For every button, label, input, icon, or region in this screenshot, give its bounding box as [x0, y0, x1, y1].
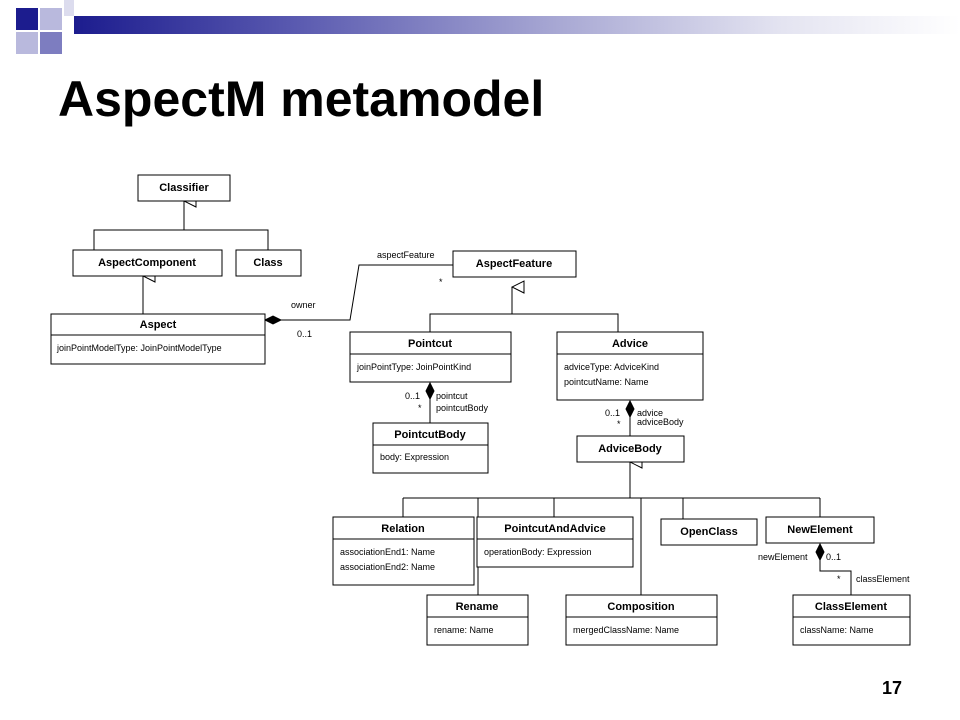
owner-role-label: owner [291, 300, 316, 310]
class-element-association-edge [819, 560, 852, 595]
new-element-composition-diamond [815, 542, 825, 562]
class-name-advice-body: AdviceBody [598, 443, 662, 455]
aspect-feature-role-label: aspectFeature [377, 250, 435, 260]
new-element-role-label: newElement [758, 552, 808, 562]
class-name-composition: Composition [607, 601, 674, 613]
class-attr-pointcut-0: joinPointType: JoinPointKind [356, 362, 471, 372]
class-name-aspect: Aspect [140, 319, 177, 331]
class-name-classifier: Classifier [159, 182, 209, 194]
class-box-aspect: Aspect joinPointModelType: JoinPointMode… [50, 313, 266, 365]
pointcut-body-role-label: pointcutBody [436, 403, 489, 413]
class-box-aspect-feature: AspectFeature [452, 250, 577, 278]
pointcut-composition-diamond [425, 381, 435, 401]
corner-square-light-1 [40, 8, 62, 30]
advice-role-label: advice [637, 408, 663, 418]
class-name-pointcut: Pointcut [408, 338, 452, 350]
class-attr-relation-1: associationEnd2: Name [340, 562, 435, 572]
class-box-rename: Rename rename: Name [426, 594, 529, 646]
page-number: 17 [881, 678, 902, 698]
corner-square-light-2 [16, 32, 38, 54]
slide-title: AspectM metamodel [58, 71, 545, 127]
class-box-aspect-component: AspectComponent [72, 249, 223, 277]
class-name-new-element: NewElement [787, 524, 853, 536]
advice-body-role-label: adviceBody [637, 417, 684, 427]
generalization-edge-advice [512, 313, 619, 332]
advice-body-multiplicity-label: * [617, 419, 621, 429]
owner-association-edge [281, 264, 453, 321]
owner-multiplicity-label: 0..1 [297, 329, 312, 339]
class-name-class-element: ClassElement [815, 601, 887, 613]
class-attr-advice-1: pointcutName: Name [564, 377, 649, 387]
class-name-rename: Rename [456, 601, 499, 613]
class-element-role-label: classElement [856, 574, 910, 584]
pointcut-owner-multiplicity-label: 0..1 [405, 391, 420, 401]
class-box-relation: Relation associationEnd1: Name associati… [332, 516, 475, 586]
class-box-pointcut-body: PointcutBody body: Expression [372, 422, 489, 474]
class-name-advice: Advice [612, 338, 648, 350]
class-name-class: Class [253, 257, 282, 269]
class-attr-rename-0: rename: Name [434, 625, 494, 635]
aspect-feature-multiplicity-label: * [439, 277, 443, 287]
class-element-multiplicity-label: * [837, 574, 841, 584]
class-box-pointcut-and-advice: PointcutAndAdvice operationBody: Express… [476, 516, 634, 568]
class-name-pointcut-body: PointcutBody [394, 429, 466, 441]
class-box-classifier: Classifier [137, 174, 231, 202]
new-element-multiplicity-label: 0..1 [826, 552, 841, 562]
generalization-edge-pointcut [429, 313, 512, 332]
class-box-open-class: OpenClass [660, 518, 758, 546]
class-name-open-class: OpenClass [680, 526, 737, 538]
class-box-advice-body: AdviceBody [576, 435, 685, 463]
class-attr-aspect-0: joinPointModelType: JoinPointModelType [56, 343, 222, 353]
header-gradient-bar [74, 16, 960, 34]
class-attr-relation-0: associationEnd1: Name [340, 547, 435, 557]
class-name-pointcut-and-advice: PointcutAndAdvice [504, 523, 605, 535]
class-box-class: Class [235, 249, 302, 277]
generalization-edge-aspect-component [93, 229, 184, 250]
class-attr-advice-0: adviceType: AdviceKind [564, 362, 659, 372]
class-attr-pointcut-body-0: body: Expression [380, 452, 449, 462]
class-name-relation: Relation [381, 523, 425, 535]
class-attr-class-element-0: className: Name [800, 625, 874, 635]
corner-square-dark [16, 8, 38, 30]
pointcut-role-label: pointcut [436, 391, 468, 401]
class-name-aspect-component: AspectComponent [98, 257, 196, 269]
corner-square-mid [40, 32, 62, 54]
class-box-composition: Composition mergedClassName: Name [565, 594, 718, 646]
class-box-pointcut: Pointcut joinPointType: JoinPointKind [349, 331, 512, 383]
class-box-new-element: NewElement [765, 516, 875, 544]
advice-owner-multiplicity-label: 0..1 [605, 408, 620, 418]
advice-composition-diamond [625, 399, 635, 419]
generalization-edge-class [184, 229, 269, 250]
owner-composition-diamond [263, 315, 283, 325]
class-name-aspect-feature: AspectFeature [476, 258, 552, 270]
pointcut-body-multiplicity-label: * [418, 403, 422, 413]
class-attr-composition-0: mergedClassName: Name [573, 625, 679, 635]
class-box-class-element: ClassElement className: Name [792, 594, 911, 646]
class-box-advice: Advice adviceType: AdviceKind pointcutNa… [556, 331, 704, 401]
class-attr-pointcut-and-advice-0: operationBody: Expression [484, 547, 592, 557]
corner-square-pale [64, 0, 74, 16]
